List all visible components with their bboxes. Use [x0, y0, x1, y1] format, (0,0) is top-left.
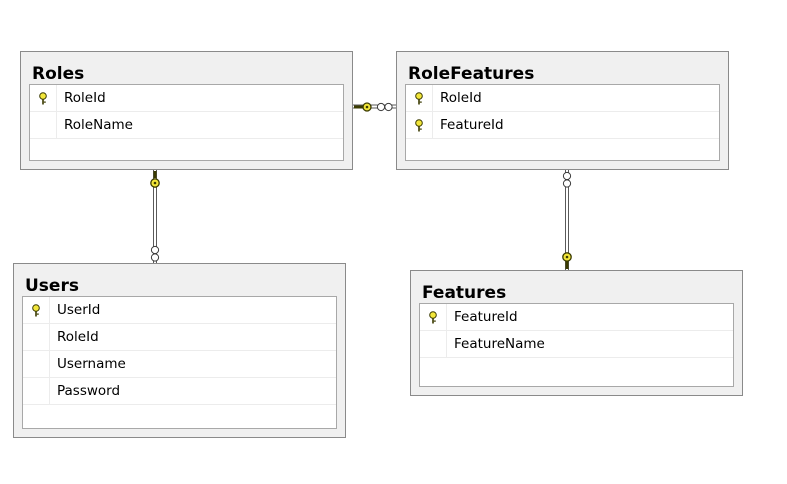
- key-cell: [406, 85, 433, 111]
- column-row[interactable]: RoleId: [30, 85, 343, 112]
- column-name: RoleId: [440, 90, 482, 106]
- one-end-key-icon: [562, 252, 572, 269]
- many-end-infinity-icon: [376, 102, 393, 112]
- column-name: RoleId: [57, 329, 99, 345]
- column-name: Username: [57, 356, 126, 372]
- column-row[interactable]: Username: [23, 351, 336, 378]
- column-name: RoleName: [64, 117, 133, 133]
- key-cell: [406, 112, 433, 138]
- key-cell: [420, 331, 447, 357]
- table-features[interactable]: Features FeatureId FeatureName: [410, 270, 743, 396]
- column-row[interactable]: RoleName: [30, 112, 343, 139]
- table-title: Roles: [32, 64, 85, 84]
- column-row[interactable]: UserId: [23, 297, 336, 324]
- key-cell: [420, 304, 447, 330]
- primary-key-icon: [415, 119, 423, 132]
- column-row[interactable]: FeatureId: [420, 304, 733, 331]
- table-title: Features: [422, 283, 507, 303]
- table-title: RoleFeatures: [408, 64, 535, 84]
- table-role-features[interactable]: RoleFeatures RoleId FeatureId: [396, 51, 729, 170]
- column-name: UserId: [57, 302, 101, 318]
- key-cell: [23, 378, 50, 404]
- column-name: FeatureId: [454, 309, 518, 325]
- many-end-infinity-icon: [562, 171, 572, 188]
- key-cell: [30, 85, 57, 111]
- column-name: FeatureId: [440, 117, 504, 133]
- column-grid: RoleId FeatureId: [405, 84, 720, 161]
- column-grid: FeatureId FeatureName: [419, 303, 734, 387]
- table-title: Users: [25, 276, 79, 296]
- primary-key-icon: [39, 92, 47, 105]
- one-end-key-icon: [354, 102, 372, 112]
- relationship-roles-users[interactable]: [150, 170, 160, 263]
- column-row[interactable]: RoleId: [406, 85, 719, 112]
- primary-key-icon: [32, 304, 40, 317]
- column-row[interactable]: Password: [23, 378, 336, 405]
- key-cell: [30, 112, 57, 138]
- primary-key-icon: [415, 92, 423, 105]
- key-cell: [23, 324, 50, 350]
- one-end-key-icon: [150, 171, 160, 188]
- column-grid: RoleId RoleName: [29, 84, 344, 161]
- many-end-infinity-icon: [150, 245, 160, 262]
- column-name: FeatureName: [454, 336, 545, 352]
- key-cell: [23, 351, 50, 377]
- column-name: RoleId: [64, 90, 106, 106]
- table-users[interactable]: Users UserId RoleId Username Password: [13, 263, 346, 438]
- column-name: Password: [57, 383, 121, 399]
- relationship-rolefeatures-features[interactable]: [562, 170, 572, 270]
- primary-key-icon: [429, 311, 437, 324]
- column-row[interactable]: RoleId: [23, 324, 336, 351]
- column-row[interactable]: FeatureName: [420, 331, 733, 358]
- table-roles[interactable]: Roles RoleId RoleName: [20, 51, 353, 170]
- column-row[interactable]: FeatureId: [406, 112, 719, 139]
- column-grid: UserId RoleId Username Password: [22, 296, 337, 429]
- key-cell: [23, 297, 50, 323]
- relationship-roles-rolefeatures[interactable]: [353, 102, 396, 112]
